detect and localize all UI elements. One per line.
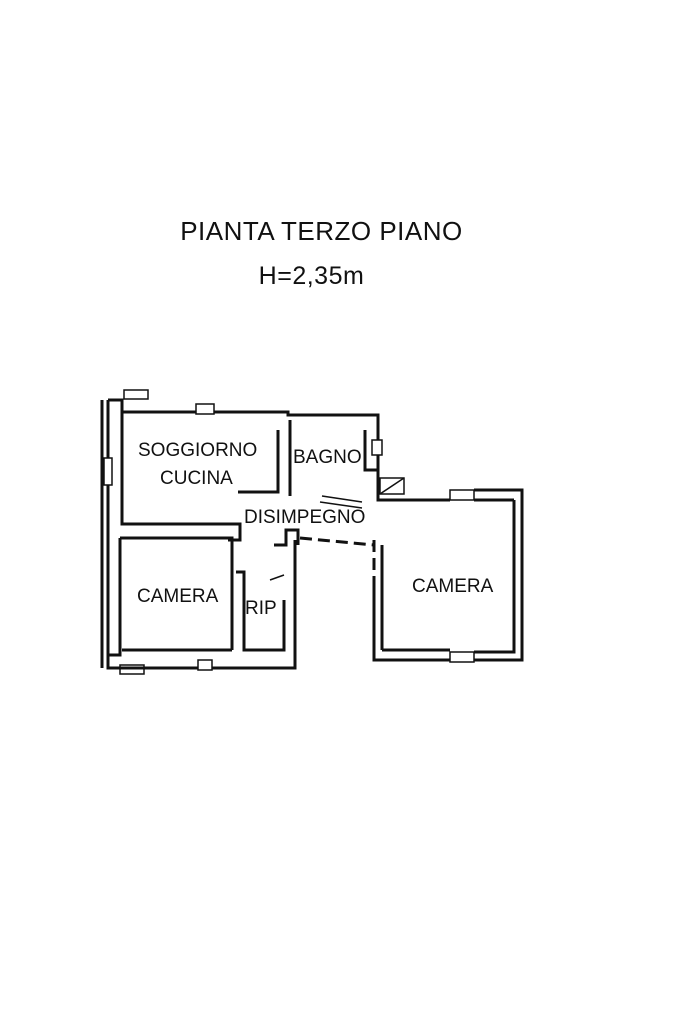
windows (103, 389, 475, 675)
camera-left-walls (108, 528, 300, 657)
room-label-camera-left: CAMERA (137, 586, 219, 607)
bagno-walls (363, 430, 405, 495)
room-label-disimpegno: DISIMPEGNO (244, 507, 365, 528)
plan-title: PIANTA TERZO PIANO (180, 216, 463, 246)
room-label-cucina: CUCINA (160, 468, 233, 489)
room-label-rip: RIP (245, 598, 277, 619)
ceiling-height-label: H=2,35m (258, 262, 365, 290)
soggiorno-walls (120, 412, 292, 542)
room-label-camera-right: CAMERA (412, 576, 494, 597)
camera-right-walls (299, 488, 524, 662)
room-label-soggiorno: SOGGIORNO (138, 440, 257, 461)
room-label-bagno: BAGNO (293, 447, 362, 468)
